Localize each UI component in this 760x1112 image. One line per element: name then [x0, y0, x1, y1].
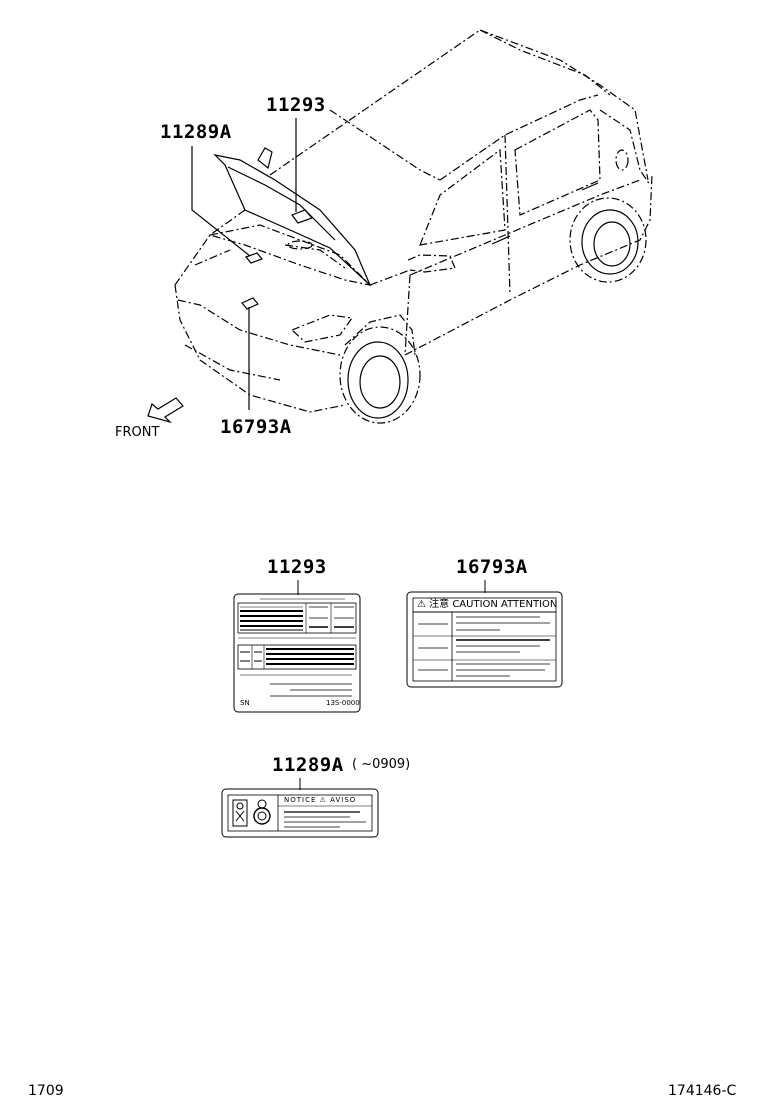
rear-wheel-hub: [593, 221, 631, 267]
side-sill: [409, 179, 641, 276]
rear-light: [615, 149, 629, 171]
front-fender: [344, 314, 416, 356]
fender-top: [369, 269, 411, 286]
label-16793a-outline: [406, 591, 563, 688]
fender-label-11289a: [244, 252, 264, 264]
front-arrow-icon: [147, 397, 184, 424]
side-body-lower: [404, 174, 653, 356]
label-11289a-outline: [221, 788, 379, 838]
front-wheel: [347, 341, 409, 419]
door-line: [404, 274, 411, 356]
label-11293-code: 13S-0000: [326, 699, 360, 707]
open-hood: [213, 154, 371, 286]
label-16793a-header: ⚠ 注意 CAUTION ATTENTION: [417, 599, 558, 610]
front-wheel-arch: [339, 326, 421, 424]
hood-label-11293: [291, 209, 314, 224]
interior-mirror: [257, 147, 273, 170]
label-11293-partno: 11293: [267, 556, 327, 578]
roof-rear-line: [479, 29, 611, 96]
airbag-icon: [253, 799, 271, 825]
cowl-line: [284, 244, 346, 269]
label-11289a-range: ( ~0909): [352, 757, 411, 772]
side-mirror: [407, 254, 456, 273]
front-fascia: [174, 209, 246, 286]
windshield-lower: [329, 109, 441, 181]
hood-front-edge: [194, 249, 231, 266]
front-wheel-hub: [359, 355, 401, 409]
front-label: FRONT: [115, 425, 160, 440]
a-pillar: [439, 94, 599, 181]
callout-11293: 11293: [266, 94, 326, 116]
footer-left-code: 1709: [28, 1083, 64, 1099]
headlight: [290, 314, 354, 343]
rear-panel: [599, 109, 651, 186]
callout-16793a: 16793A: [220, 416, 292, 438]
callout-11289a: 11289A: [160, 121, 232, 143]
rear-door-window: [514, 109, 601, 216]
rear-wheel-arch: [569, 197, 647, 283]
child-seat-warning-icon: [232, 799, 248, 827]
label-11293-outline: [233, 593, 361, 713]
front-bumper: [174, 284, 346, 413]
label-11289a-header: NOTICE ⚠ AVISO: [284, 796, 357, 804]
label-11289a-partno: 11289A: [272, 754, 344, 776]
b-pillar: [504, 134, 511, 296]
rear-wheel: [581, 209, 639, 275]
leader-11289a: [191, 146, 251, 257]
door-handle-rear: [581, 182, 599, 191]
radiator-label-16793a: [241, 297, 259, 310]
label-16793a-partno: 16793A: [456, 556, 528, 578]
door-handle-front: [491, 235, 511, 245]
grille-line: [177, 299, 341, 356]
footer-right-code: 174146-C: [668, 1083, 737, 1099]
front-lower: [184, 344, 281, 381]
front-door-window: [419, 148, 506, 246]
hood-underside-line: [227, 166, 336, 241]
label-11293-sn: SN: [240, 699, 250, 707]
cowl-detail: [287, 240, 313, 250]
